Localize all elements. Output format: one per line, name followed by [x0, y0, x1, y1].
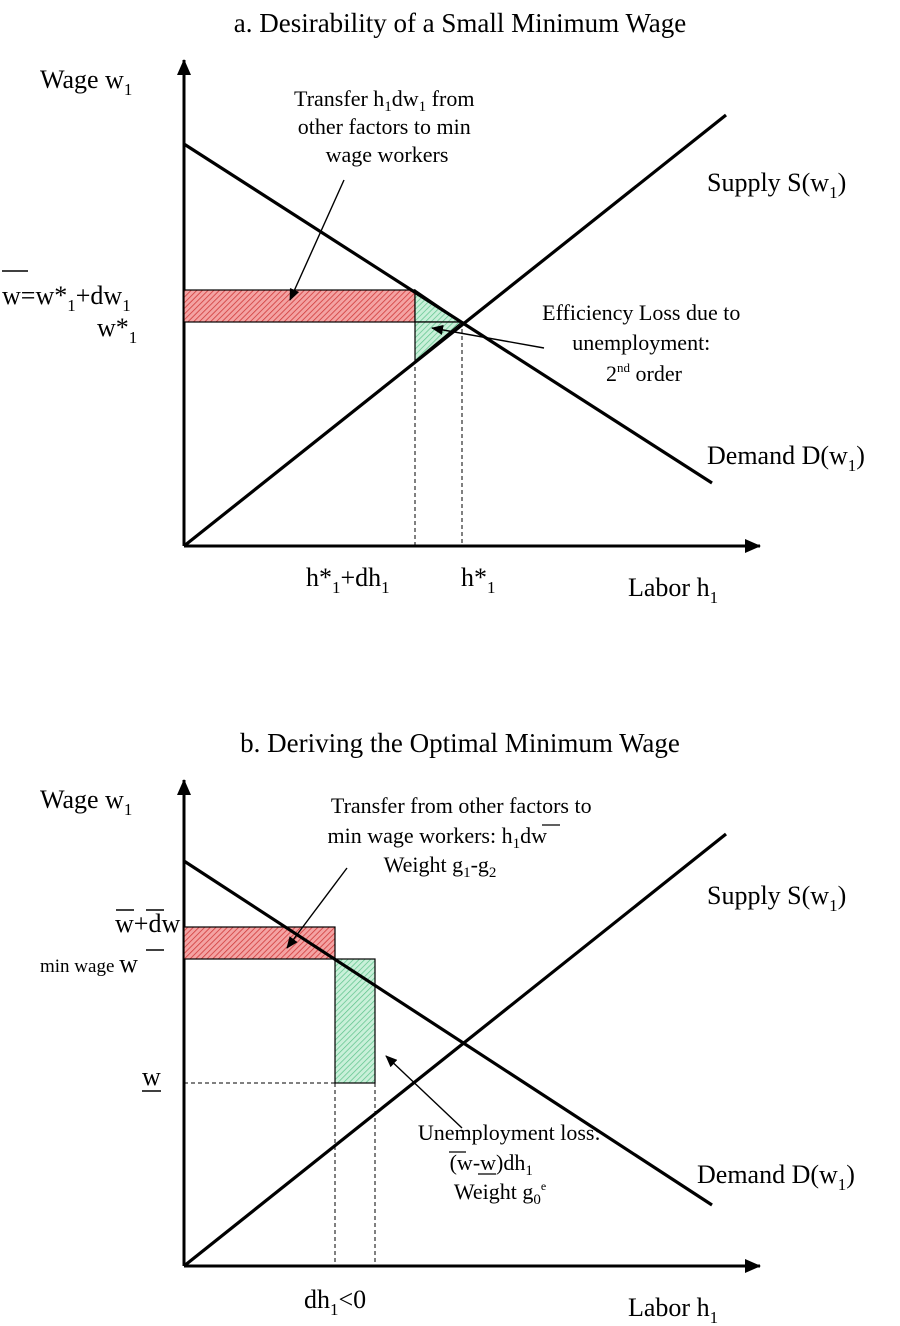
panel-a-ytick-upper: w=w*1+dw1	[2, 281, 131, 315]
panel-a-xtick-left: h*1+dh1	[306, 563, 390, 597]
panel-a-demand-curve	[183, 142, 713, 485]
panel-a-efficiency-arrow	[431, 325, 545, 349]
panel-a-demand-label: Demand D(w1)	[707, 441, 865, 475]
panel-a-title: a. Desirability of a Small Minimum Wage	[234, 8, 687, 38]
panel-b-demand-label: Demand D(w1)	[697, 1160, 855, 1194]
panel-a: a. Desirability of a Small Minimum Wage …	[2, 8, 865, 607]
panel-a-transfer-arrow	[289, 179, 345, 301]
panel-b-ytick-lower: w	[142, 1062, 161, 1091]
panel-a-supply-label: Supply S(w1)	[707, 168, 846, 202]
panel-a-ytick-lower: w*1	[97, 313, 137, 347]
panel-b-transfer-area	[183, 926, 336, 960]
panel-b-ytick-upper: w+dw	[115, 909, 180, 938]
panel-a-xtick-right: h*1	[461, 563, 496, 597]
panel-b-y-axis-label: Wage w1	[40, 785, 132, 819]
panel-b-xtick: dh1<0	[304, 1285, 366, 1319]
panel-b-x-axis-label: Labor h1	[628, 1293, 718, 1326]
panel-a-x-axis-label: Labor h1	[628, 573, 718, 607]
panel-b-unemployment-loss-area	[334, 958, 376, 1084]
panel-b-title: b. Deriving the Optimal Minimum Wage	[240, 728, 680, 758]
panel-a-transfer-area	[183, 289, 416, 323]
panel-a-transfer-note: Transfer h1dw1 from other factors to min…	[294, 86, 480, 167]
panel-b-transfer-note: Transfer from other factors to min wage …	[327, 793, 597, 881]
panel-b-supply-label: Supply S(w1)	[707, 881, 846, 915]
panel-b-ytick-middle: min wage w	[40, 949, 138, 978]
panel-b-unemployment-arrow	[385, 1055, 463, 1129]
panel-a-supply-curve	[183, 113, 727, 548]
panel-a-efficiency-note: Efficiency Loss due to unemployment: 2nd…	[542, 300, 746, 386]
panel-b-supply-curve	[183, 832, 727, 1268]
panel-b-demand-curve	[183, 859, 713, 1207]
panel-b-transfer-arrow	[286, 867, 348, 949]
panel-a-y-axis-label: Wage w1	[40, 65, 132, 99]
panel-b-unemployment-note: Unemployment loss: (w-w)dh1 Weight g0e	[418, 1120, 606, 1208]
panel-b: b. Deriving the Optimal Minimum Wage Wag…	[40, 728, 855, 1326]
